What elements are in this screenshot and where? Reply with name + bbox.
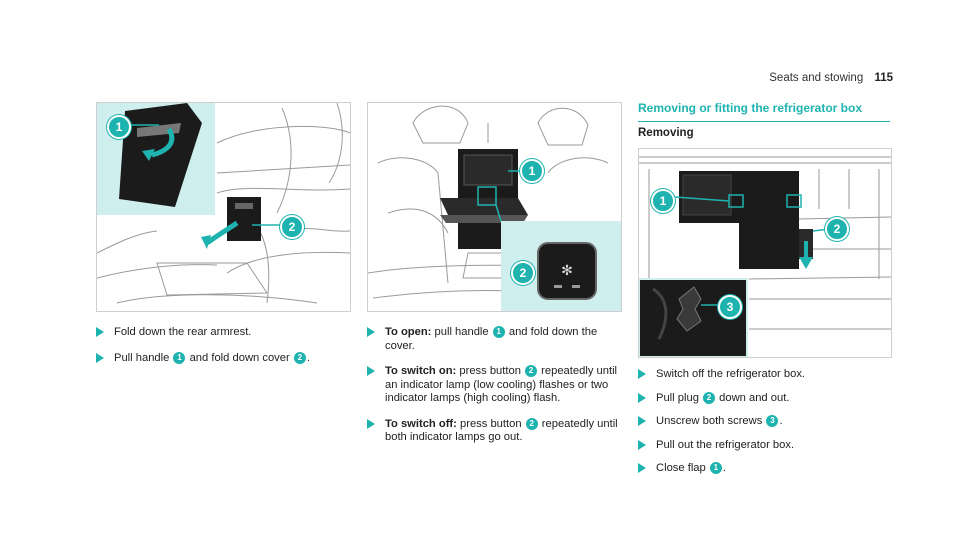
steps-armrest: Fold down the rear armrest. Pull handle … xyxy=(96,326,349,377)
refrigerator-illustration: ✻ xyxy=(368,103,621,311)
armrest-illustration xyxy=(97,103,350,311)
bullet-arrow-icon xyxy=(638,392,646,403)
inline-callout: 3 xyxy=(766,415,779,427)
bullet-arrow-icon xyxy=(638,369,646,379)
inline-callout: 2 xyxy=(293,351,306,364)
step-1: Switch off the refrigerator box. xyxy=(638,368,890,382)
callout-2: 2 xyxy=(511,261,535,285)
callout-1: 1 xyxy=(520,159,544,183)
inline-callout: 2 xyxy=(525,365,538,377)
step-5: Close flap 1. xyxy=(638,462,890,476)
step-switch-on: To switch on: press button 2 repeatedly … xyxy=(367,365,620,406)
trunk-illustration xyxy=(639,149,891,357)
inline-callout: 1 xyxy=(173,351,186,364)
step-4: Pull out the refrigerator box. xyxy=(638,439,890,453)
bullet-arrow-icon xyxy=(96,352,104,363)
inline-callout: 2 xyxy=(525,417,538,430)
step-2: Pull handle 1 and fold down cover 2. xyxy=(96,351,349,366)
bullet-arrow-icon xyxy=(367,327,375,337)
callout-2: 2 xyxy=(825,217,849,241)
inline-callout: 1 xyxy=(709,462,722,474)
steps-refrigerator-removal: Switch off the refrigerator box. Pull pl… xyxy=(638,368,890,486)
bullet-arrow-icon xyxy=(638,439,646,450)
step-3: Unscrew both screws 3. xyxy=(638,415,890,429)
subsection-heading: Removing xyxy=(638,127,694,139)
svg-text:✻: ✻ xyxy=(561,263,573,279)
bullet-arrow-icon xyxy=(367,366,375,376)
inline-callout: 2 xyxy=(703,391,716,404)
step-switch-off: To switch off: press button 2 repeatedly… xyxy=(367,417,620,445)
bullet-arrow-icon xyxy=(96,327,104,337)
callout-1: 1 xyxy=(651,189,675,213)
section-heading: Removing or fitting the refrigerator box xyxy=(638,101,890,122)
step-1: Fold down the rear armrest. xyxy=(96,326,349,340)
figure-refrigerator-controls: ✻ 1 2 xyxy=(367,102,622,312)
bullet-arrow-icon xyxy=(367,418,375,429)
callout-3: 3 xyxy=(718,295,742,319)
callout-2: 2 xyxy=(280,215,304,239)
page-header: Seats and stowing 115 xyxy=(769,72,893,84)
steps-refrigerator-controls: To open: pull handle 1 and fold down the… xyxy=(367,326,620,457)
bullet-arrow-icon xyxy=(638,463,646,473)
figure-armrest: 1 2 xyxy=(96,102,351,312)
page-number: 115 xyxy=(874,72,893,84)
inline-callout: 1 xyxy=(492,326,505,338)
bullet-arrow-icon xyxy=(638,416,646,426)
section-title: Seats and stowing xyxy=(769,72,864,84)
figure-refrigerator-removal: 1 2 3 xyxy=(638,148,892,358)
callout-1: 1 xyxy=(107,115,131,139)
step-open: To open: pull handle 1 and fold down the… xyxy=(367,326,620,353)
step-2: Pull plug 2 down and out. xyxy=(638,391,890,406)
